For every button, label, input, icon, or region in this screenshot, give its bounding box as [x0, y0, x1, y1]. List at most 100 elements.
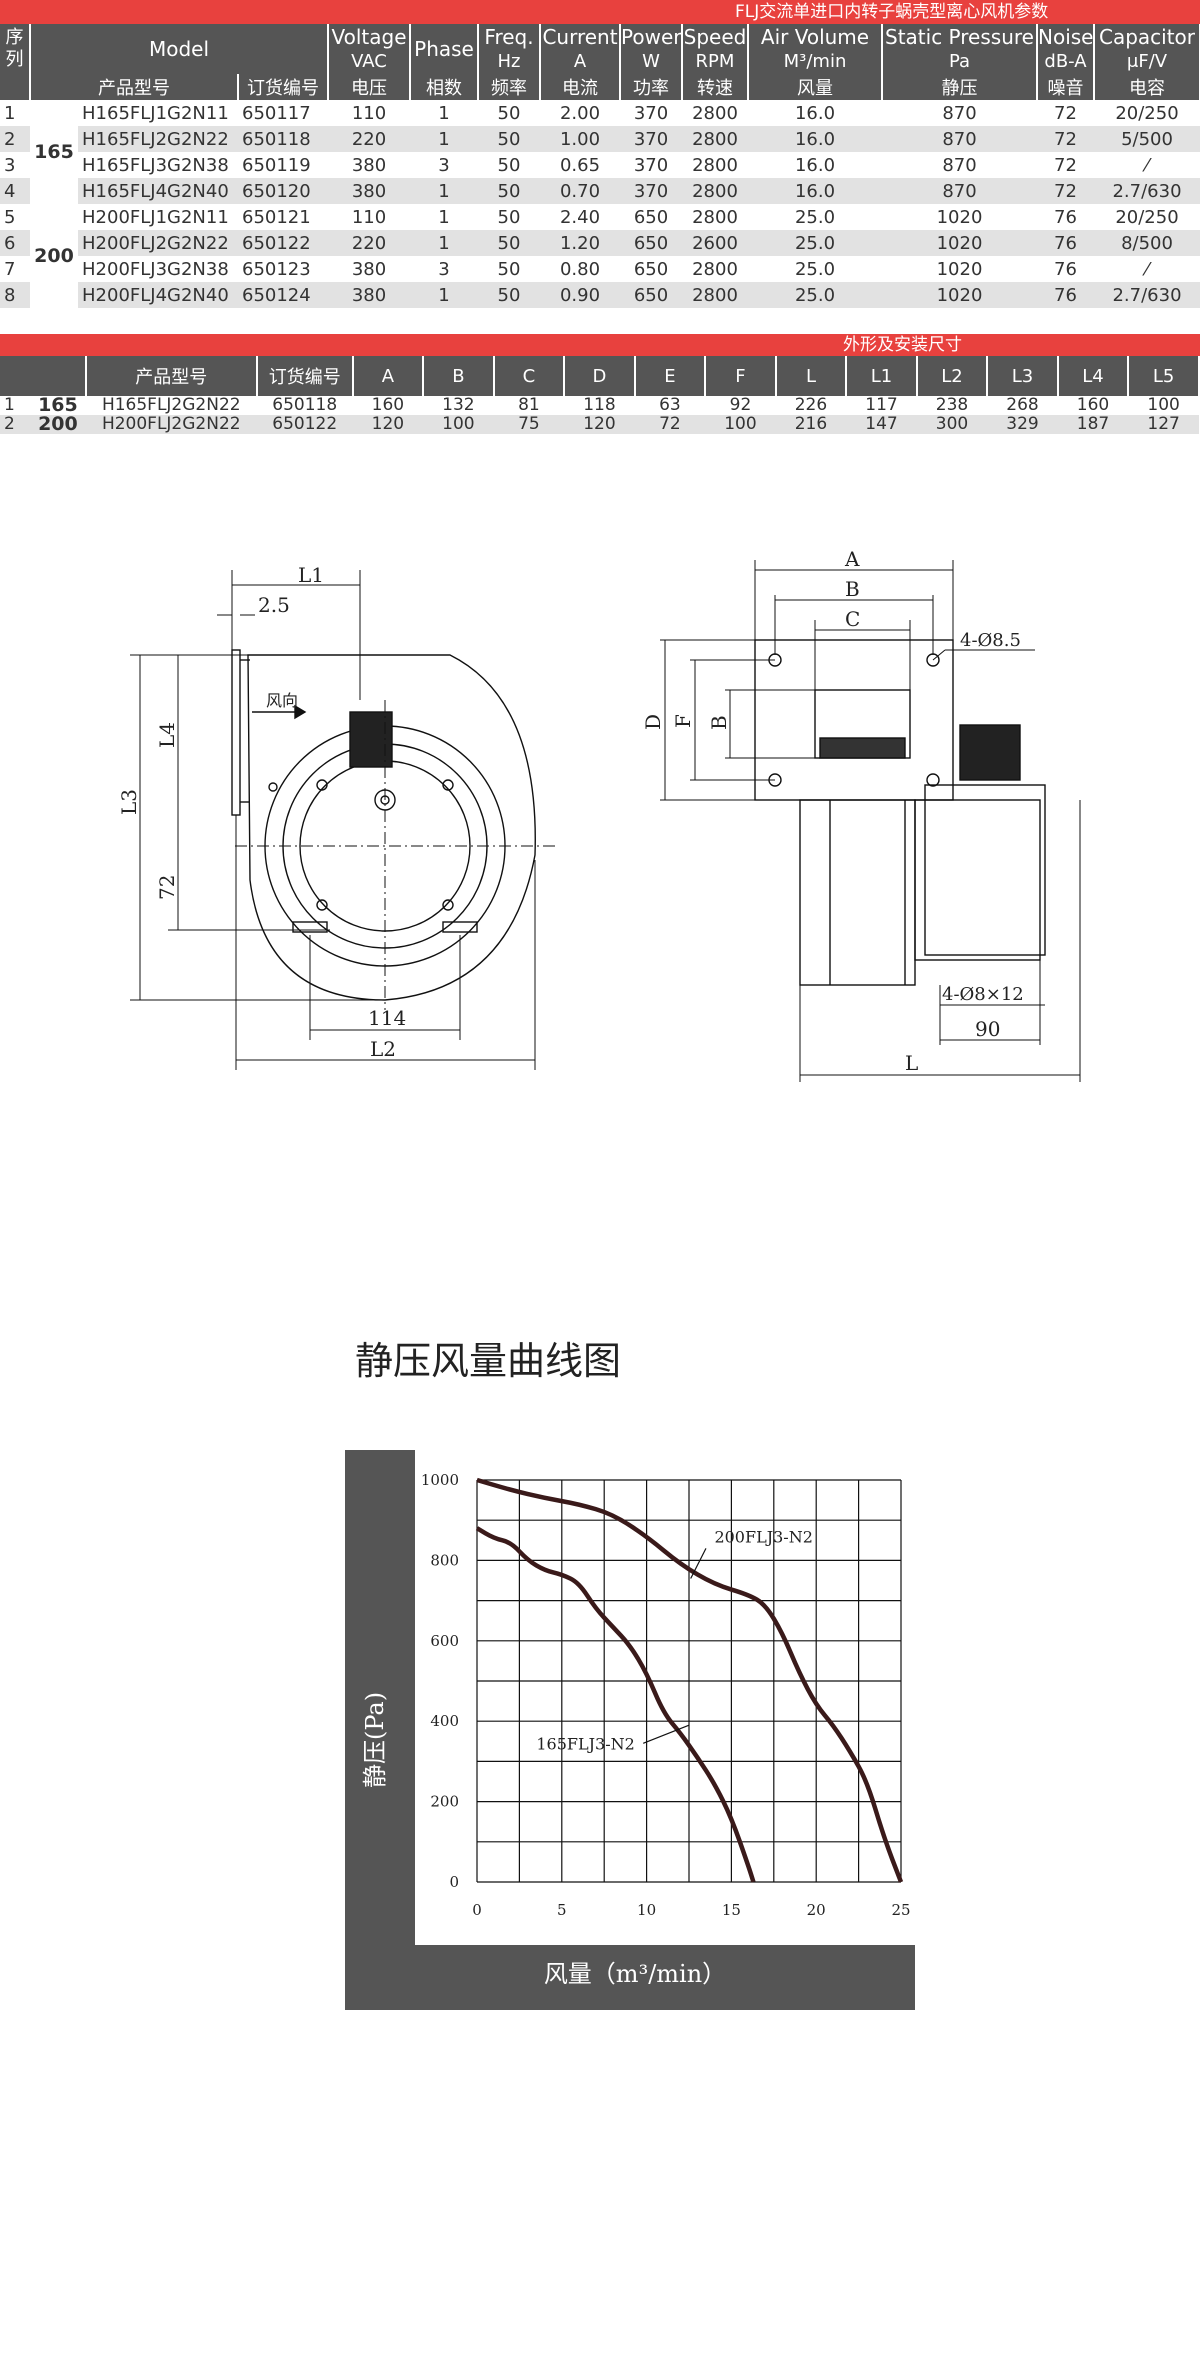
- row-index: 5: [4, 206, 16, 228]
- unit-voltage: VAC: [328, 49, 411, 74]
- noise-cell: 72: [1054, 102, 1077, 124]
- y-tick-label: 400: [430, 1712, 459, 1730]
- phase-cell: 1: [438, 206, 450, 228]
- order-number-cell: 650124: [238, 282, 328, 308]
- voltage-cell: 220: [328, 230, 410, 256]
- dim-F-cell: 100: [705, 415, 776, 434]
- air-volume-cell: 16.0: [794, 102, 836, 124]
- current-cell: 1.20: [540, 230, 620, 256]
- front-plate: [754, 639, 954, 801]
- power-cell: 370: [633, 102, 669, 124]
- header-capacitor: Capacitor: [1094, 24, 1200, 49]
- current-cell: 0.65: [559, 154, 601, 176]
- y-tick-label: 0: [449, 1873, 459, 1891]
- dim-A-cell: 120: [352, 415, 424, 434]
- capacitor-cell: 5/500: [1094, 126, 1200, 152]
- voltage-cell: 110: [351, 102, 387, 124]
- label-L3: L3: [117, 789, 141, 815]
- air-volume-cell: 16.0: [748, 178, 882, 204]
- power-cell: 650: [620, 230, 682, 256]
- label-C: C: [845, 607, 860, 631]
- label-L2: L2: [370, 1037, 396, 1061]
- seq-header: 序列: [0, 24, 31, 74]
- frequency-cell: 50: [478, 282, 540, 308]
- unit-freq: Hz: [478, 49, 541, 74]
- current-cell: 2.00: [559, 102, 601, 124]
- frequency-cell: 50: [497, 102, 521, 124]
- dim-size-cell: 165: [38, 396, 78, 415]
- table1-title: FLJ交流单进口内转子蜗壳型离心风机参数: [735, 2, 1049, 22]
- y-tick-label: 800: [430, 1551, 459, 1569]
- air-volume-cell: 25.0: [794, 258, 836, 280]
- dim-C-cell: 75: [493, 415, 565, 434]
- capacitor-cell: 2.7/630: [1094, 282, 1200, 308]
- phase-cell: 1: [410, 178, 478, 204]
- cn-header-current: 电流: [540, 74, 621, 100]
- dim-L1-cell: 147: [846, 415, 917, 434]
- unit-power: W: [620, 49, 683, 74]
- spec-table: 序列 Model Voltage Phase Freq. Current Pow…: [0, 24, 1200, 308]
- noise-cell: 76: [1037, 282, 1094, 308]
- speed-cell: 2800: [682, 178, 748, 204]
- capacitor-cell: 2.7/630: [1094, 178, 1200, 204]
- cn-header-model: 产品型号: [30, 74, 239, 100]
- current-cell: 0.80: [559, 258, 601, 280]
- table2-title: 外形及安装尺寸: [843, 335, 962, 355]
- voltage-cell: 380: [351, 258, 387, 280]
- row-index: 7: [4, 258, 16, 280]
- model-cell: H200FLJ3G2N38: [82, 258, 229, 280]
- x-tick-label: 10: [637, 1901, 656, 1919]
- row-index: 4: [0, 178, 30, 204]
- voltage-cell: 220: [328, 126, 410, 152]
- dim-L2-cell: 238: [935, 396, 969, 415]
- terminal-box: [349, 711, 393, 768]
- y-tick-label: 200: [430, 1793, 459, 1811]
- header-freq: Freq.: [478, 24, 541, 49]
- dim-B-cell: 100: [423, 415, 494, 434]
- motor-terminal-box: [959, 724, 1021, 781]
- model-cell: H165FLJ4G2N40: [78, 178, 238, 204]
- power-cell: 370: [620, 178, 682, 204]
- voltage-cell: 380: [328, 178, 410, 204]
- unit-noise: dB-A: [1037, 49, 1095, 74]
- table1-title-bar: FLJ交流单进口内转子蜗壳型离心风机参数: [0, 0, 1200, 24]
- current-cell: 2.40: [559, 206, 601, 228]
- dim-C-cell: 81: [518, 396, 540, 415]
- label-B-vertical: B: [707, 715, 731, 730]
- fan-drawing: L1 2.5 风向 L4 L3 72 114 L2 A B C 4-Ø8.5 D…: [117, 547, 1081, 1082]
- dim-L5-cell: 127: [1128, 415, 1199, 434]
- dim-L5-cell: 100: [1147, 396, 1180, 415]
- series-leader: [690, 1548, 707, 1579]
- dim-header-L2: L2: [916, 356, 989, 396]
- dim-L3-cell: 268: [1006, 396, 1039, 415]
- scroll-housing: [247, 654, 536, 1001]
- noise-cell: 72: [1054, 154, 1077, 176]
- label-B: B: [845, 577, 860, 601]
- header-air-volume: Air Volume: [748, 24, 883, 49]
- label-L: L: [905, 1051, 918, 1075]
- dim-E-cell: 72: [634, 415, 706, 434]
- model-cell: H165FLJ3G2N38: [82, 154, 229, 176]
- static-pressure-cell: 1020: [882, 230, 1037, 256]
- voltage-cell: 380: [328, 282, 410, 308]
- model-cell: H165FLJ1G2N11: [82, 102, 229, 124]
- dim-header-L5: L5: [1128, 356, 1200, 396]
- capacitor-cell: ⁄: [1145, 154, 1149, 176]
- air-volume-cell: 25.0: [748, 230, 882, 256]
- group-size: 200: [30, 204, 78, 308]
- header-current: Current: [540, 24, 621, 49]
- voltage-cell: 380: [351, 154, 387, 176]
- chart-title: 静压风量曲线图: [355, 1339, 622, 1383]
- dim-header-D: D: [564, 356, 636, 396]
- air-volume-cell: 16.0: [748, 126, 882, 152]
- dim-model-cell: H165FLJ2G2N22: [101, 396, 241, 415]
- static-pressure-cell: 870: [942, 102, 977, 124]
- x-axis-label: 风量（m³/min）: [544, 1960, 726, 1988]
- dim-L-cell: 216: [775, 415, 847, 434]
- order-number-cell: 650121: [242, 206, 311, 228]
- dim-order-number-cell: 650122: [256, 415, 353, 434]
